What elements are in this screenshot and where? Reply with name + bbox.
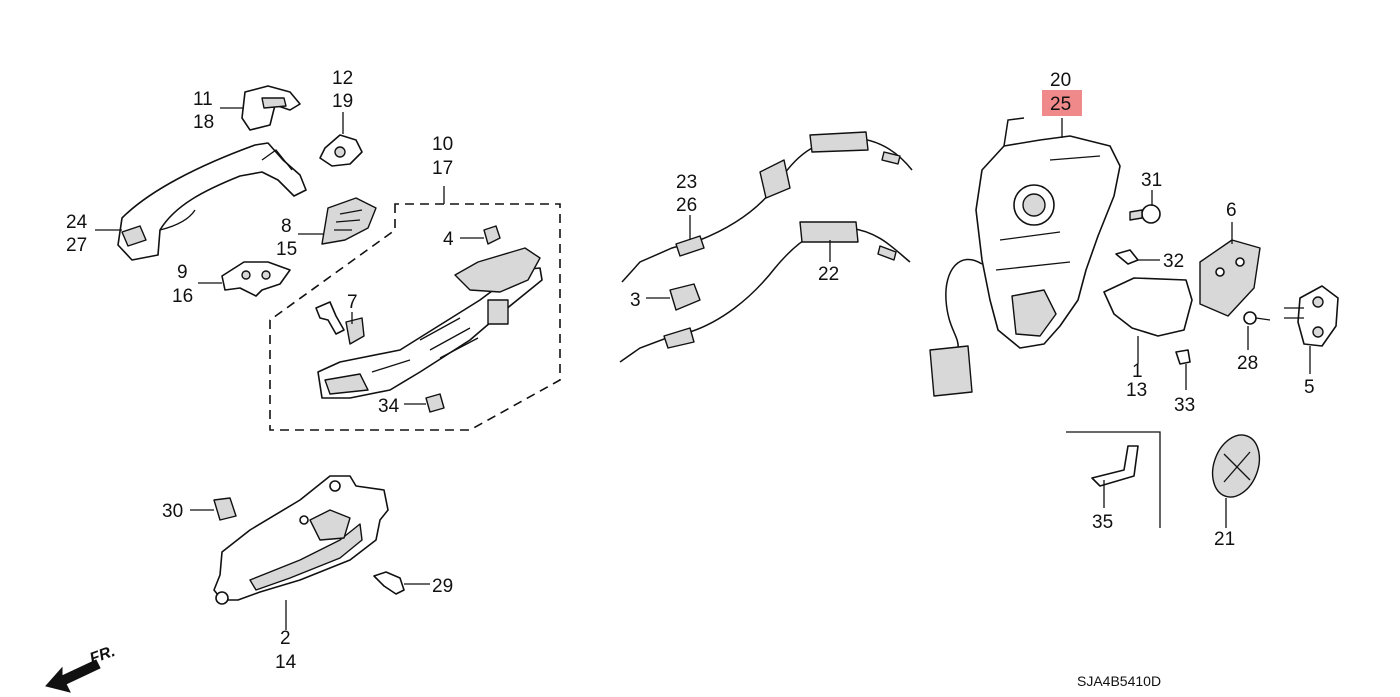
label-34: 34 — [378, 396, 400, 417]
label-28: 28 — [1237, 353, 1258, 374]
label-6: 6 — [1226, 200, 1237, 221]
cable-clip-part-3[interactable] — [669, 283, 701, 311]
door-lock-assembly-part[interactable] — [929, 117, 1121, 397]
front-marker-label: FR. — [88, 643, 118, 668]
label-16: 16 — [172, 286, 193, 307]
handle-cap-part[interactable] — [241, 85, 301, 131]
highlight-box — [1042, 90, 1082, 116]
label-21: 21 — [1214, 529, 1235, 550]
label-19: 19 — [332, 91, 353, 112]
label-4: 4 — [443, 229, 454, 250]
striker-part[interactable] — [1284, 285, 1339, 347]
cable-part-23[interactable] — [621, 131, 913, 283]
screw-part-33[interactable] — [1175, 349, 1191, 365]
bracket-outline — [1066, 431, 1161, 528]
cable-part-22[interactable] — [619, 221, 911, 363]
screw-part-28[interactable] — [1243, 311, 1271, 325]
assembly-bracket — [269, 203, 561, 431]
label-24: 24 — [66, 212, 88, 233]
label-17: 17 — [432, 158, 453, 179]
screw-part-32[interactable] — [1115, 249, 1139, 265]
label-3: 3 — [630, 290, 641, 311]
seal-part-9[interactable] — [221, 261, 291, 297]
label-35: 35 — [1092, 512, 1113, 533]
nut-part-34[interactable] — [425, 393, 445, 413]
label-32: 32 — [1163, 251, 1184, 272]
label-15: 15 — [276, 239, 297, 260]
label-31: 31 — [1141, 170, 1162, 191]
inner-handle-part[interactable] — [213, 475, 389, 605]
label-11: 11 — [193, 89, 213, 110]
label-8: 8 — [281, 216, 292, 237]
front-arrow-icon: FR. — [45, 643, 118, 693]
label-20: 20 — [1050, 70, 1071, 91]
label-29: 29 — [432, 576, 453, 597]
label-22: 22 — [818, 264, 839, 285]
striker-plate-part[interactable] — [1199, 239, 1261, 317]
label-5: 5 — [1304, 377, 1315, 398]
cover-part-8[interactable] — [321, 197, 377, 245]
lock-cover-part[interactable] — [1103, 277, 1193, 337]
label-27: 27 — [66, 235, 87, 256]
label-30: 30 — [162, 501, 183, 522]
label-12: 12 — [332, 68, 353, 89]
clip-part-30[interactable] — [213, 497, 237, 521]
screw-part-29[interactable] — [373, 571, 405, 595]
label-23: 23 — [676, 172, 697, 193]
label-9: 9 — [177, 262, 188, 283]
latch-part-12[interactable] — [319, 134, 363, 167]
diagram-code: SJA4B5410D — [1077, 673, 1161, 689]
outer-handle-part[interactable] — [117, 142, 307, 261]
label-1: 1 — [1132, 361, 1143, 382]
plug-part-21[interactable] — [1204, 428, 1267, 503]
outer-handle-assembly-part[interactable] — [317, 247, 543, 399]
bracket-part-35[interactable] — [1091, 445, 1139, 487]
label-10: 10 — [432, 134, 453, 155]
label-7: 7 — [347, 292, 358, 313]
label-25: 25 — [1050, 94, 1071, 115]
bolt-part-7[interactable] — [315, 301, 365, 345]
label-14: 14 — [275, 652, 297, 673]
leader-lines — [95, 107, 1311, 630]
clip-part-4[interactable] — [483, 225, 501, 245]
label-26: 26 — [676, 195, 697, 216]
label-13: 13 — [1126, 380, 1147, 401]
screw-part-31[interactable] — [1129, 204, 1161, 224]
label-18: 18 — [193, 112, 214, 133]
label-33: 33 — [1174, 395, 1195, 416]
label-2: 2 — [280, 628, 291, 649]
